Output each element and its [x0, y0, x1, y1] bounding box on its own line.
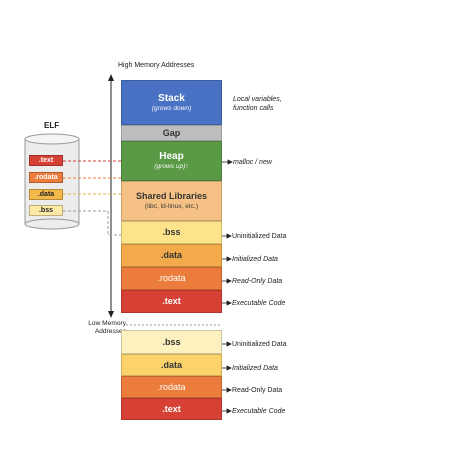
elf-section-data: .data — [29, 189, 63, 200]
heap-note: malloc / new — [233, 159, 272, 166]
shared-libraries-block: Shared Libraries (libc, ld-linux, etc.) — [121, 181, 222, 221]
text-block-upper: .text — [121, 290, 222, 313]
data-label-upper: .data — [160, 250, 182, 260]
data-block-lower: .data — [121, 354, 222, 376]
rodata-block-lower: .rodata — [121, 376, 222, 398]
low-memory-label: Low Memory Addresses — [88, 320, 126, 335]
elf-section-rodata: .rodata — [29, 172, 63, 183]
annotation-arrows — [222, 159, 233, 414]
shared-sub: (libc, ld-linux, etc.) — [144, 203, 199, 210]
text-block-lower: .text — [121, 398, 222, 420]
axis-arrow-up — [108, 74, 114, 81]
axis-arrow-down — [108, 311, 114, 318]
bss-label-upper: .bss — [162, 227, 181, 237]
elf-section-bss: .bss — [29, 205, 63, 216]
elf-title: ELF — [44, 121, 60, 130]
data-note-lower: Initialized Data — [232, 365, 278, 372]
stack-title: Stack — [158, 92, 185, 104]
gap-block: Gap — [121, 125, 222, 141]
rodata-label-upper: .rodata — [157, 273, 186, 283]
heap-sub: (grows up)↑ — [154, 163, 189, 170]
bss-note-upper: Uninitialized Data — [232, 233, 287, 240]
shared-title: Shared Libraries — [135, 191, 208, 201]
rodata-label-lower: .rodata — [157, 381, 186, 392]
stack-note: Local variables, function calls — [233, 95, 282, 113]
stack-note-line1: Local variables, — [233, 96, 282, 103]
rodata-block-upper: .rodata — [121, 267, 222, 290]
bss-block-upper: .bss — [121, 221, 222, 244]
map-bss — [63, 210, 121, 236]
data-label-lower: .data — [160, 359, 182, 370]
bss-label-lower: .bss — [162, 336, 181, 347]
heap-block: Heap (grows up)↑ — [121, 141, 222, 181]
stack-note-line2: function calls — [233, 105, 274, 112]
bss-block-lower: .bss — [121, 330, 222, 354]
rodata-note-upper: Read-Only Data — [232, 278, 283, 285]
data-note-upper: Initialized Data — [232, 256, 278, 263]
text-note-upper: Executable Code — [232, 300, 286, 307]
heap-title: Heap — [159, 151, 184, 162]
stack-block: Stack (grows down) — [121, 80, 222, 125]
text-label-upper: .text — [162, 296, 181, 306]
gap-title: Gap — [162, 127, 181, 138]
high-memory-label: High Memory Addresses — [118, 62, 195, 69]
text-label-lower: .text — [162, 403, 181, 414]
rodata-note-lower: Read-Only Data — [232, 387, 283, 394]
stack-sub: (grows down) — [151, 104, 192, 112]
text-note-lower: Executable Code — [232, 408, 286, 415]
elf-section-text: .text — [29, 155, 63, 166]
data-block-upper: .data — [121, 244, 222, 267]
bss-note-lower: Uninitialized Data — [232, 341, 287, 348]
